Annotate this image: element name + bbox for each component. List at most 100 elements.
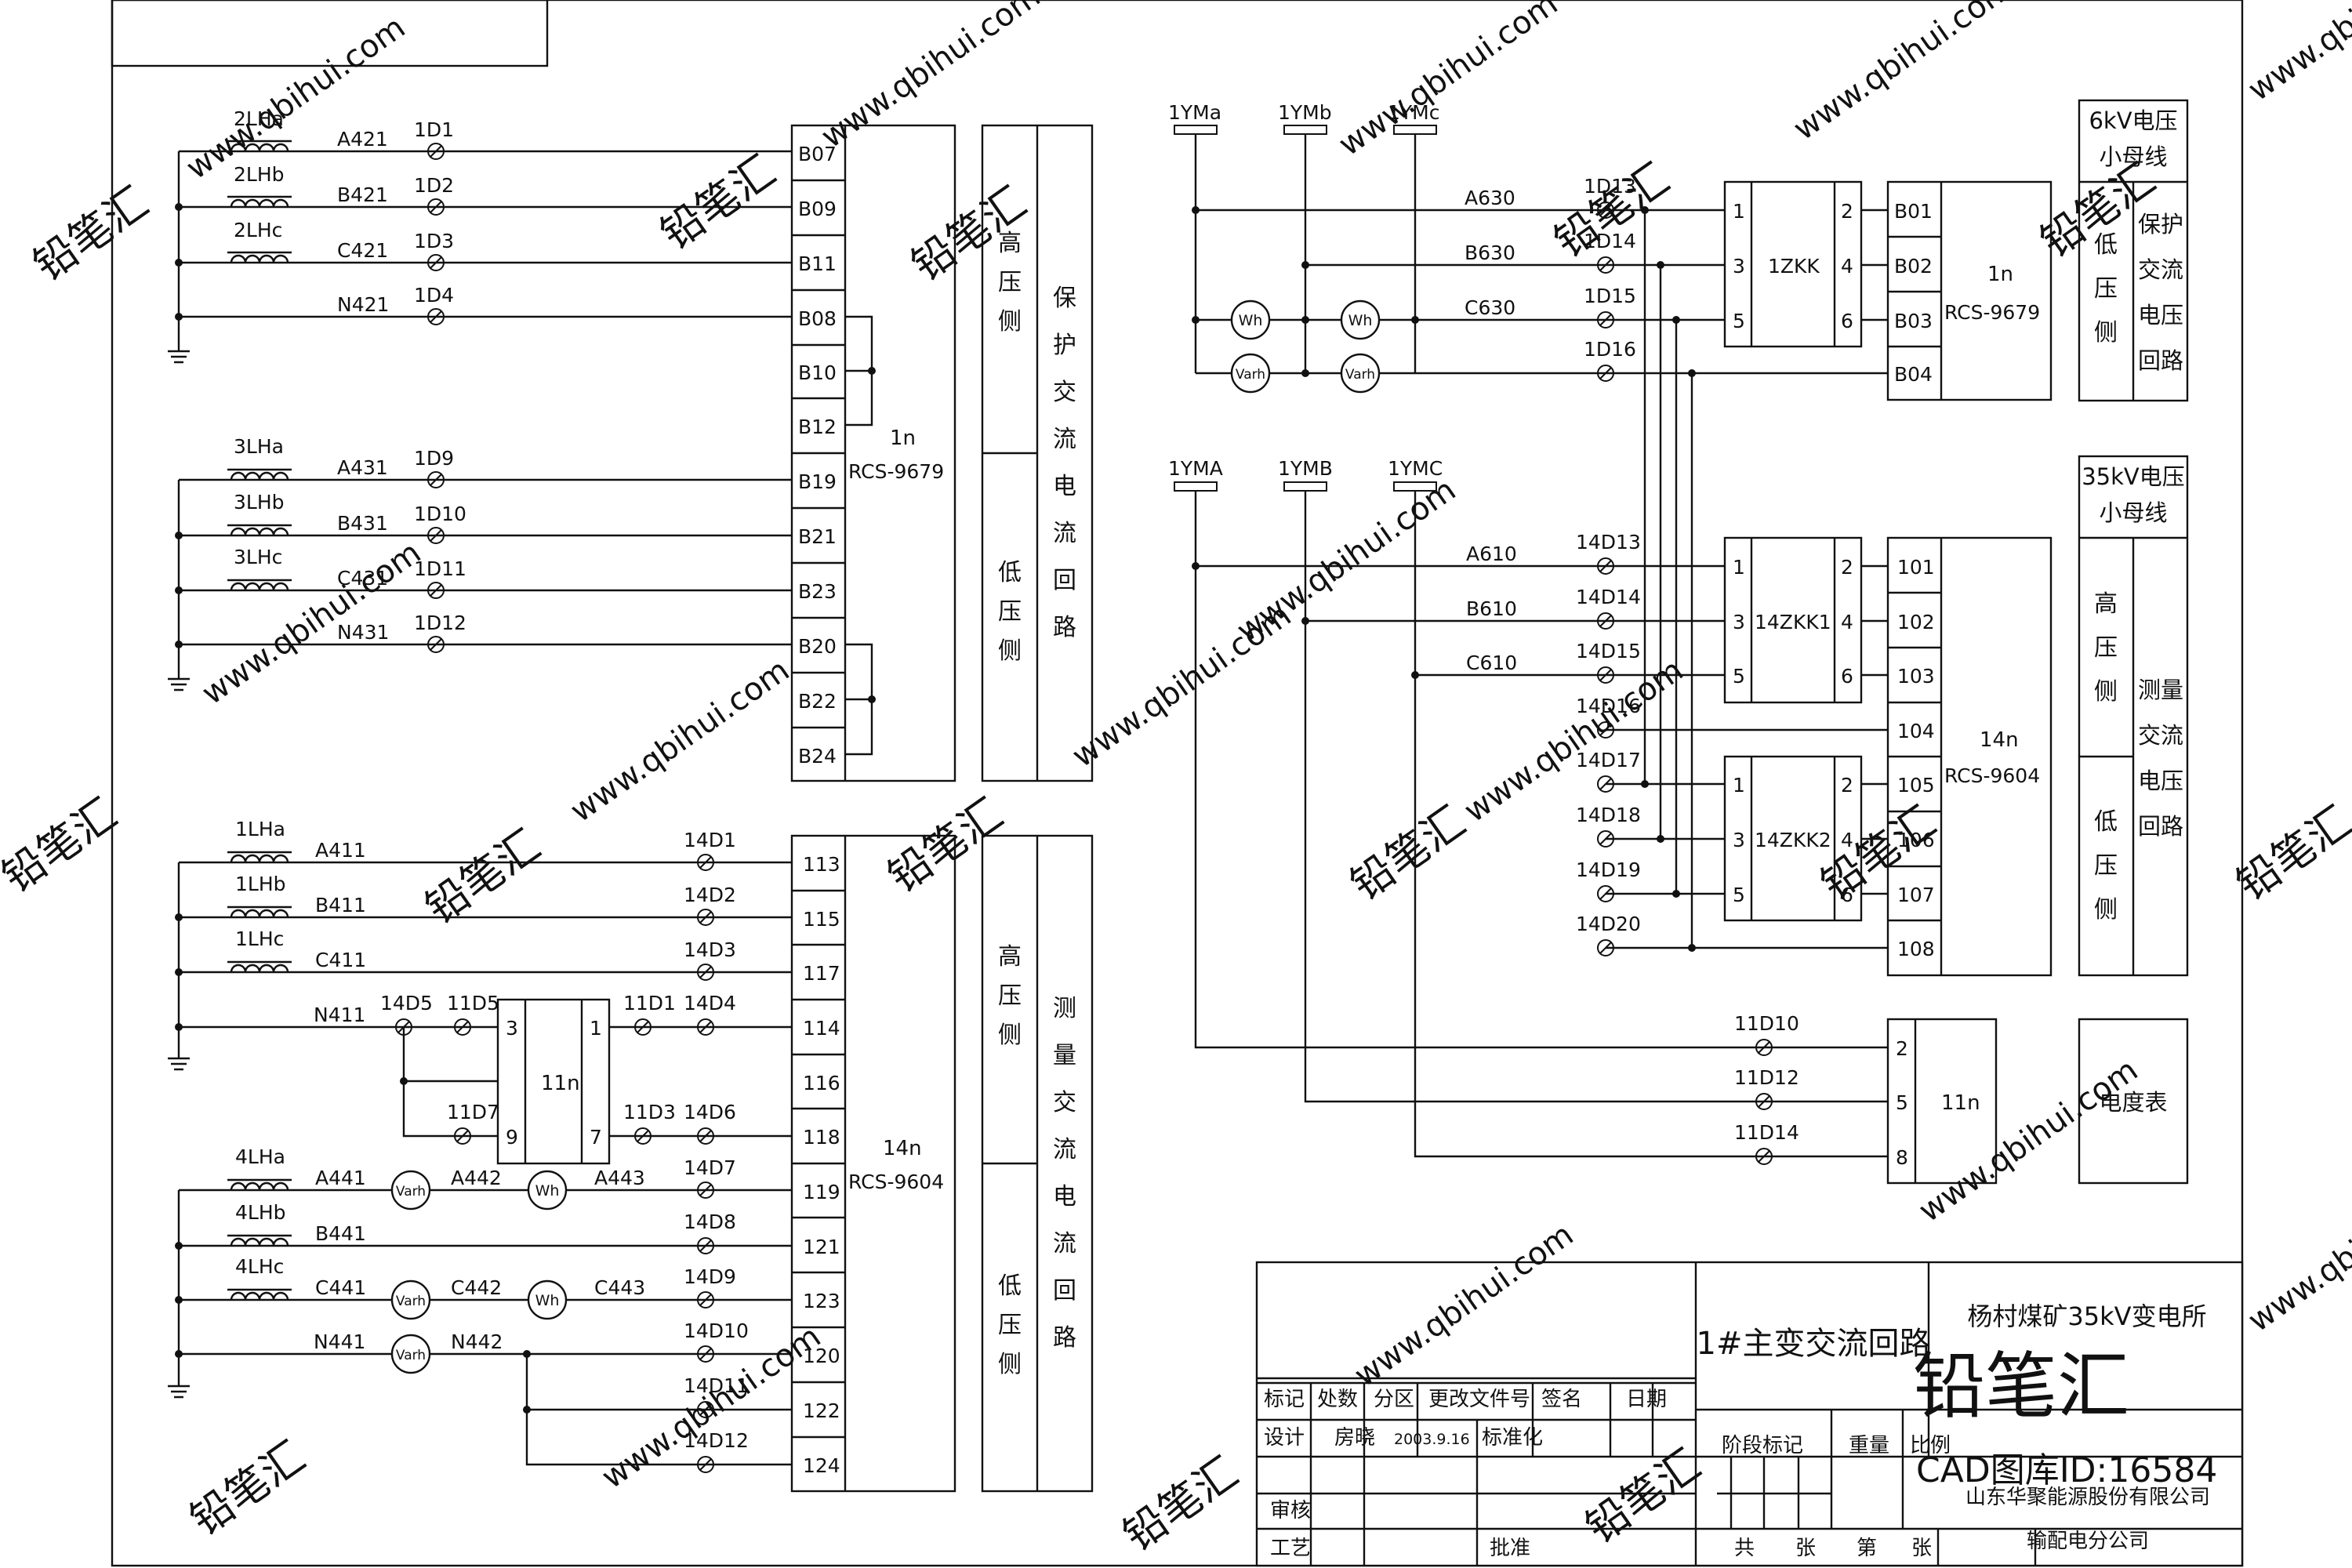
svg-text:2: 2 xyxy=(1841,556,1853,579)
svg-text:A441: A441 xyxy=(315,1167,366,1189)
svg-text:张: 张 xyxy=(1795,1537,1816,1560)
svg-text:14D7: 14D7 xyxy=(684,1156,736,1179)
svg-text:103: 103 xyxy=(1897,665,1935,688)
svg-text:Wh: Wh xyxy=(535,1292,560,1309)
svg-text:14n: 14n xyxy=(883,1137,922,1160)
svg-text:电: 电 xyxy=(1053,473,1076,500)
svg-text:14ZKK1: 14ZKK1 xyxy=(1755,611,1831,633)
svg-text:C610: C610 xyxy=(1466,652,1517,674)
svg-text:14D8: 14D8 xyxy=(684,1210,736,1233)
svg-text:11n: 11n xyxy=(541,1072,580,1095)
svg-text:侧: 侧 xyxy=(998,308,1022,336)
svg-text:N442: N442 xyxy=(451,1330,503,1353)
meter-11n-current: 14D5 11D5 11D1 14D4 11D7 11D3 14D6 11n 3… xyxy=(380,992,792,1165)
title-block: 1#主变交流回路 杨村煤矿35kV变电所 标记 处数 分区 更改文件号 签名 日… xyxy=(1255,1261,2244,1567)
watermark-logo: 铅笔汇 xyxy=(1913,1345,2129,1428)
svg-text:1: 1 xyxy=(590,1017,602,1040)
terminal-label: 1D4 xyxy=(414,284,454,307)
svg-text:压: 压 xyxy=(998,269,1022,296)
svg-text:14D4: 14D4 xyxy=(684,992,736,1014)
svg-text:5: 5 xyxy=(1733,665,1745,688)
terminal-label: 1D9 xyxy=(414,447,454,470)
svg-text:更改文件号: 更改文件号 xyxy=(1428,1388,1530,1411)
svg-text:6: 6 xyxy=(1841,665,1853,688)
svg-text:14D15: 14D15 xyxy=(1576,640,1641,662)
svg-text:1YMc: 1YMc xyxy=(1388,101,1440,124)
svg-text:1: 1 xyxy=(1733,200,1745,223)
svg-text:低: 低 xyxy=(998,559,1022,586)
svg-text:14D19: 14D19 xyxy=(1576,858,1641,881)
meter-label-box: 电度表 xyxy=(2078,1018,2189,1185)
svg-text:121: 121 xyxy=(803,1236,840,1258)
svg-text:3: 3 xyxy=(1733,829,1745,851)
svg-text:低: 低 xyxy=(2094,808,2118,836)
device-14n-rcs9604-voltage: 101 102 103 104 105 106 107 108 14n RCS-… xyxy=(1886,536,2053,977)
breaker-14zkk1: 1 3 5 2 4 6 14ZKK1 xyxy=(1723,536,1888,704)
voltage-35kv-circuit: 1YMA 1YMB 1YMC A610 B610 C610 14D13 14D1… xyxy=(1168,206,1888,1165)
svg-text:低: 低 xyxy=(998,1272,1022,1300)
svg-text:1D13: 1D13 xyxy=(1584,175,1636,198)
svg-text:14D12: 14D12 xyxy=(684,1429,749,1452)
svg-text:14D17: 14D17 xyxy=(1576,749,1641,771)
svg-text:4LHa: 4LHa xyxy=(235,1145,285,1168)
svg-text:14D9: 14D9 xyxy=(684,1265,736,1288)
svg-text:B03: B03 xyxy=(1894,310,1933,332)
svg-text:RCS-9679: RCS-9679 xyxy=(1944,301,2040,324)
svg-text:4: 4 xyxy=(1841,255,1853,278)
svg-text:签名: 签名 xyxy=(1541,1388,1582,1411)
svg-text:124: 124 xyxy=(803,1454,840,1477)
svg-text:B02: B02 xyxy=(1894,255,1933,278)
svg-text:5: 5 xyxy=(1733,884,1745,906)
drawing-title: 1#主变交流回路 xyxy=(1697,1326,1931,1362)
svg-text:阶段标记: 阶段标记 xyxy=(1722,1434,1803,1457)
svg-text:115: 115 xyxy=(803,908,840,931)
ct-label: 2LHa xyxy=(234,107,284,130)
svg-text:117: 117 xyxy=(803,962,840,985)
svg-text:2: 2 xyxy=(1841,774,1853,797)
svg-text:14n: 14n xyxy=(1980,728,2019,752)
wire-label: C421 xyxy=(337,239,388,262)
svg-text:标记: 标记 xyxy=(1264,1388,1305,1411)
svg-text:14D10: 14D10 xyxy=(684,1319,749,1342)
svg-text:C443: C443 xyxy=(594,1276,645,1299)
svg-text:小母线: 小母线 xyxy=(2099,143,2167,170)
svg-text:B610: B610 xyxy=(1466,597,1517,620)
svg-text:电压: 电压 xyxy=(2138,302,2183,328)
svg-text:4LHb: 4LHb xyxy=(235,1201,286,1224)
svg-text:批准: 批准 xyxy=(1490,1537,1530,1560)
terminal-b19: B19 xyxy=(798,470,837,493)
svg-text:1: 1 xyxy=(1733,556,1745,579)
wire-label: N431 xyxy=(337,621,389,644)
svg-text:104: 104 xyxy=(1897,720,1935,742)
svg-text:5: 5 xyxy=(1896,1091,1908,1114)
meter-11n-voltage: 2 5 8 11n xyxy=(1886,1018,1998,1185)
svg-text:1ZKK: 1ZKK xyxy=(1768,255,1820,278)
svg-text:11n: 11n xyxy=(1941,1091,1980,1115)
terminal-label: 1D10 xyxy=(414,503,466,525)
svg-text:高: 高 xyxy=(998,230,1022,257)
svg-text:14D13: 14D13 xyxy=(1576,531,1641,554)
svg-text:保: 保 xyxy=(1053,285,1076,312)
svg-text:C630: C630 xyxy=(1465,296,1515,319)
svg-text:116: 116 xyxy=(803,1072,840,1094)
svg-text:Varh: Varh xyxy=(396,1184,426,1200)
svg-text:A442: A442 xyxy=(451,1167,502,1189)
ct-group-1lh: 1LHa 1LHb 1LHc A411 B411 C411 N411 14D1 … xyxy=(168,818,792,1071)
svg-text:11D12: 11D12 xyxy=(1734,1066,1799,1089)
ct-label: 2LHb xyxy=(234,163,285,186)
svg-text:9: 9 xyxy=(506,1126,518,1149)
svg-text:张: 张 xyxy=(1911,1537,1932,1560)
ct-group-3lh: 3LHa 3LHb 3LHc A431 B431 C431 N431 1D9 1… xyxy=(168,435,792,691)
svg-text:3: 3 xyxy=(1733,611,1745,633)
svg-text:路: 路 xyxy=(1053,614,1076,641)
svg-text:113: 113 xyxy=(803,853,840,876)
svg-text:交流: 交流 xyxy=(2138,256,2183,283)
svg-text:14D6: 14D6 xyxy=(684,1101,736,1123)
device-14n-rcs9604-current: 113 115 117 114 116 118 119 121 123 120 … xyxy=(790,834,956,1493)
device-id: 1n xyxy=(890,426,916,450)
terminal-b20: B20 xyxy=(798,635,837,658)
svg-text:122: 122 xyxy=(803,1399,840,1422)
terminal-b21: B21 xyxy=(798,525,837,548)
terminal-b24: B24 xyxy=(798,745,837,768)
svg-text:1LHb: 1LHb xyxy=(235,873,286,895)
